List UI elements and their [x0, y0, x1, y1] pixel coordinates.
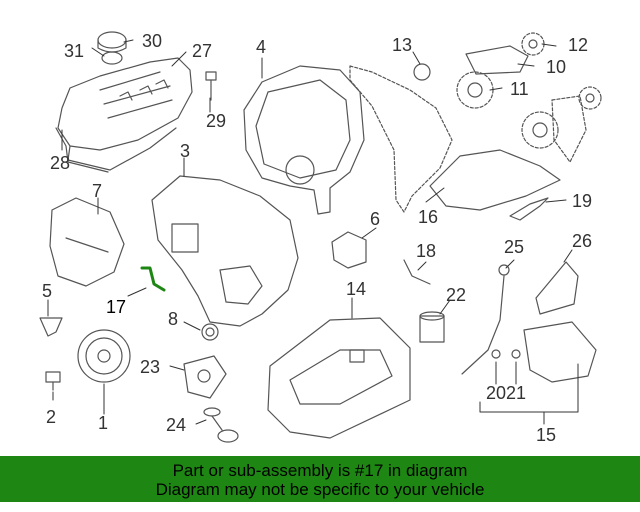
- callout-4: 4: [256, 37, 267, 57]
- strainer-part: [203, 407, 239, 443]
- timing-chain-part: [349, 65, 453, 213]
- callout-28: 28: [50, 153, 71, 173]
- callout-16: 16: [418, 207, 439, 227]
- callout-27: 27: [192, 41, 213, 61]
- crank-pulley-part: [77, 329, 131, 383]
- drain-plug-part: [491, 349, 521, 359]
- part-17-highlight: [140, 266, 166, 292]
- callout-22: 22: [446, 285, 467, 305]
- callout-3: 3: [180, 141, 191, 161]
- callout-8: 8: [168, 309, 179, 329]
- callout-17: 17: [106, 297, 127, 317]
- valve-cover-gasket-part: [55, 127, 109, 173]
- callout-10: 10: [546, 57, 567, 77]
- gasket-6-part: [331, 231, 367, 269]
- dipstick-part: [461, 264, 510, 375]
- callout-20: 20: [486, 383, 507, 403]
- parts-diagram: [39, 31, 602, 443]
- callout-12: 12: [568, 35, 589, 55]
- info-banner: Part or sub-assembly is #17 in diagram D…: [0, 456, 640, 502]
- sprocket-13-part: [413, 63, 431, 81]
- banner-line-1: Part or sub-assembly is #17 in diagram: [172, 461, 468, 480]
- callout-23: 23: [140, 357, 161, 377]
- oil-pump-part: [183, 355, 227, 399]
- timing-cover-part: [243, 65, 365, 215]
- oil-cap-part: [97, 31, 127, 65]
- callout-6: 6: [370, 209, 381, 229]
- banner-line-2: Diagram may not be specific to your vehi…: [155, 480, 485, 499]
- oil-filter-part: [419, 311, 445, 343]
- callout-11: 11: [510, 79, 529, 99]
- callout-21: 21: [506, 383, 527, 403]
- part-19: [509, 197, 549, 221]
- bracket-26-part: [535, 261, 579, 315]
- part-18: [403, 259, 431, 285]
- callout-19: 19: [572, 191, 593, 211]
- callout-31: 31: [64, 41, 85, 61]
- chain-guide-16-part: [429, 149, 561, 211]
- part-5: [39, 317, 63, 337]
- callout-30: 30: [142, 31, 163, 51]
- valve-cover-part: [57, 57, 193, 171]
- callout-2: 2: [46, 407, 57, 427]
- seal-8-part: [201, 323, 219, 341]
- leader-lines: [47, 39, 579, 425]
- callout-25: 25: [504, 237, 525, 257]
- callout-13: 13: [392, 35, 413, 55]
- callout-24: 24: [166, 415, 187, 435]
- front-cover-part: [151, 175, 299, 327]
- callout-14: 14: [346, 279, 367, 299]
- callout-15: 15: [536, 425, 557, 445]
- bolt-29-part: [205, 71, 217, 101]
- callout-18: 18: [416, 241, 437, 261]
- callout-5: 5: [42, 281, 53, 301]
- callout-26: 26: [572, 231, 593, 251]
- callout-29: 29: [206, 111, 227, 131]
- bolt-2-part: [45, 371, 61, 391]
- oil-pan-upper-part: [267, 317, 411, 439]
- callout-1: 1: [98, 413, 109, 433]
- cover-7-part: [49, 197, 125, 287]
- callout-7: 7: [92, 181, 103, 201]
- oil-pan-lower-part: [523, 321, 597, 383]
